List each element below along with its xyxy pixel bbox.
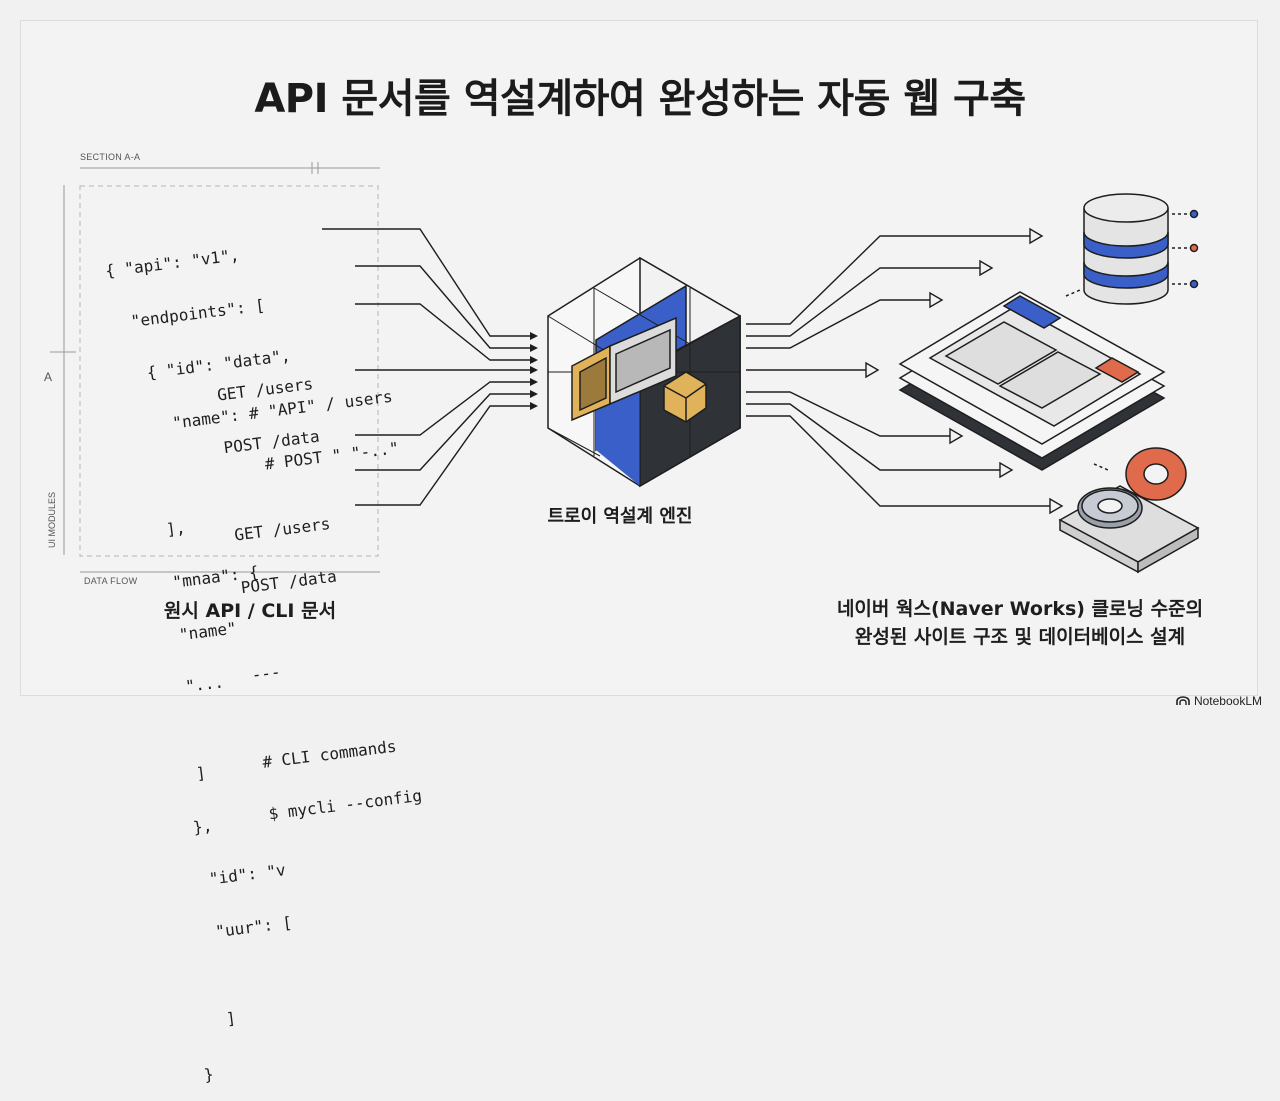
right-caption-line1: 네이버 웍스(Naver Works) 클로닝 수준의 (836, 598, 1204, 620)
right-caption: 네이버 웍스(Naver Works) 클로닝 수준의 완성된 사이트 구조 및… (820, 596, 1220, 651)
engine-cube (547, 256, 741, 488)
input-lines (322, 228, 530, 506)
left-caption: 원시 API / CLI 문서 (163, 600, 337, 622)
section-label: SECTION A-A (80, 152, 141, 162)
right-caption-line2: 완성된 사이트 구조 및 데이터베이스 설계 (854, 625, 1186, 648)
code-box-outline (79, 185, 379, 557)
input-arrowheads (530, 332, 538, 410)
diagram-canvas (50, 162, 1200, 574)
engine-caption: 트로이 역설계 엔진 (547, 506, 693, 527)
dimension-lines (50, 162, 380, 573)
slide-title: API 문서를 역설계하여 완성하는 자동 웹 구축 (254, 76, 1026, 122)
section-marker: A (44, 370, 53, 384)
data-flow-label: DATA FLOW (84, 576, 138, 586)
notebooklm-logo-icon (1176, 696, 1190, 705)
database-icon (1065, 193, 1199, 305)
webpage-stack-icon (898, 291, 1166, 471)
brand-label: NotebookLM (1193, 694, 1262, 708)
output-lines (746, 235, 1050, 507)
gears-icon (1058, 447, 1200, 574)
brand-watermark: NotebookLM (1176, 694, 1262, 708)
output-arrowheads (865, 227, 1064, 515)
